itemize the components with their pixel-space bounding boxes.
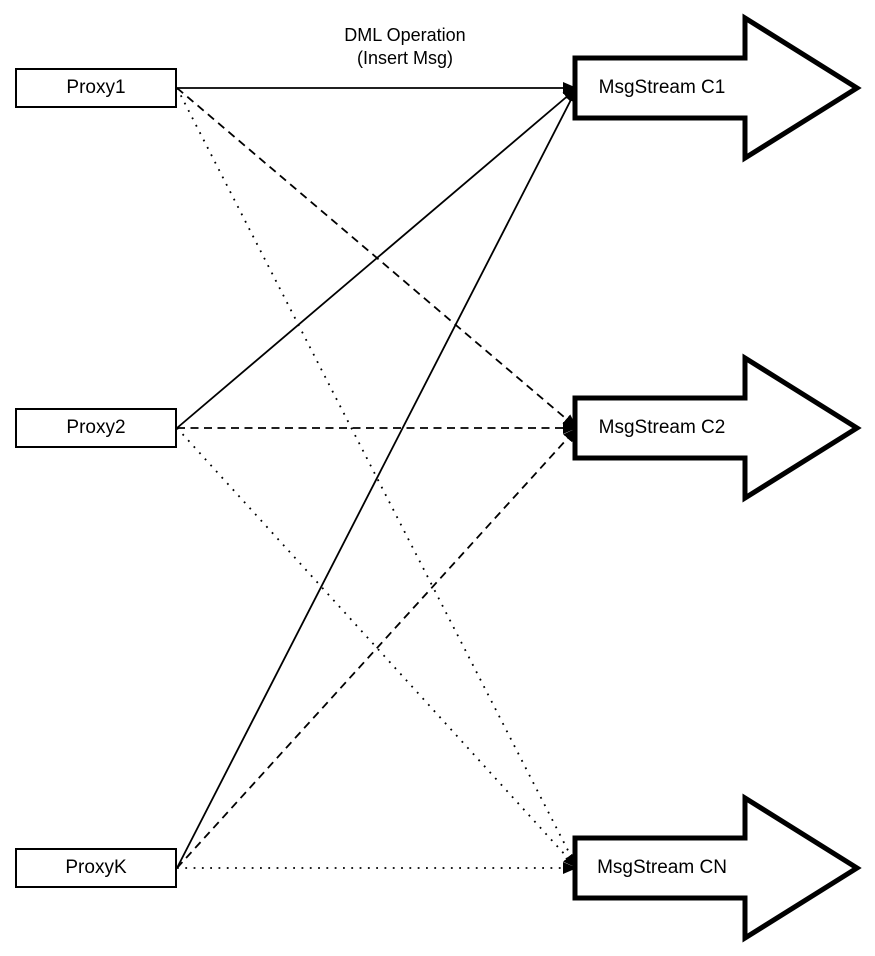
node-msgstream-c1: MsgStream C1 [570,13,862,163]
node-proxy1-label: Proxy1 [66,77,126,98]
node-proxyk-label: ProxyK [65,857,127,878]
node-msgstream-c1-label: MsgStream C1 [598,77,726,98]
node-proxyk: ProxyK [15,848,177,888]
node-msgstream-cn: MsgStream CN [570,793,862,943]
block-arrow-shape-c2 [572,353,862,503]
node-proxy1: Proxy1 [15,68,177,108]
dml-operation-label: DML Operation (Insert Msg) [295,24,515,70]
block-arrow-shape-c1 [572,13,862,163]
block-arrow-shape-cn [572,793,862,943]
edge-proxyk-c1 [176,87,578,869]
node-msgstream-c2: MsgStream C2 [570,353,862,503]
dml-operation-label-line1: DML Operation [344,25,466,45]
block-arrow-c2 [572,353,862,503]
dml-operation-label-line2: (Insert Msg) [356,48,453,68]
node-msgstream-c2-label: MsgStream C2 [598,417,726,438]
block-arrow-c1 [572,13,862,163]
node-msgstream-cn-label: MsgStream CN [597,857,727,878]
block-arrow-cn [572,793,862,943]
edge-proxy2-c1 [176,87,578,429]
node-proxy2: Proxy2 [15,408,177,448]
node-proxy2-label: Proxy2 [66,417,126,438]
edge-proxyk-c2 [176,427,578,869]
edge-proxy1-cn [176,87,578,869]
